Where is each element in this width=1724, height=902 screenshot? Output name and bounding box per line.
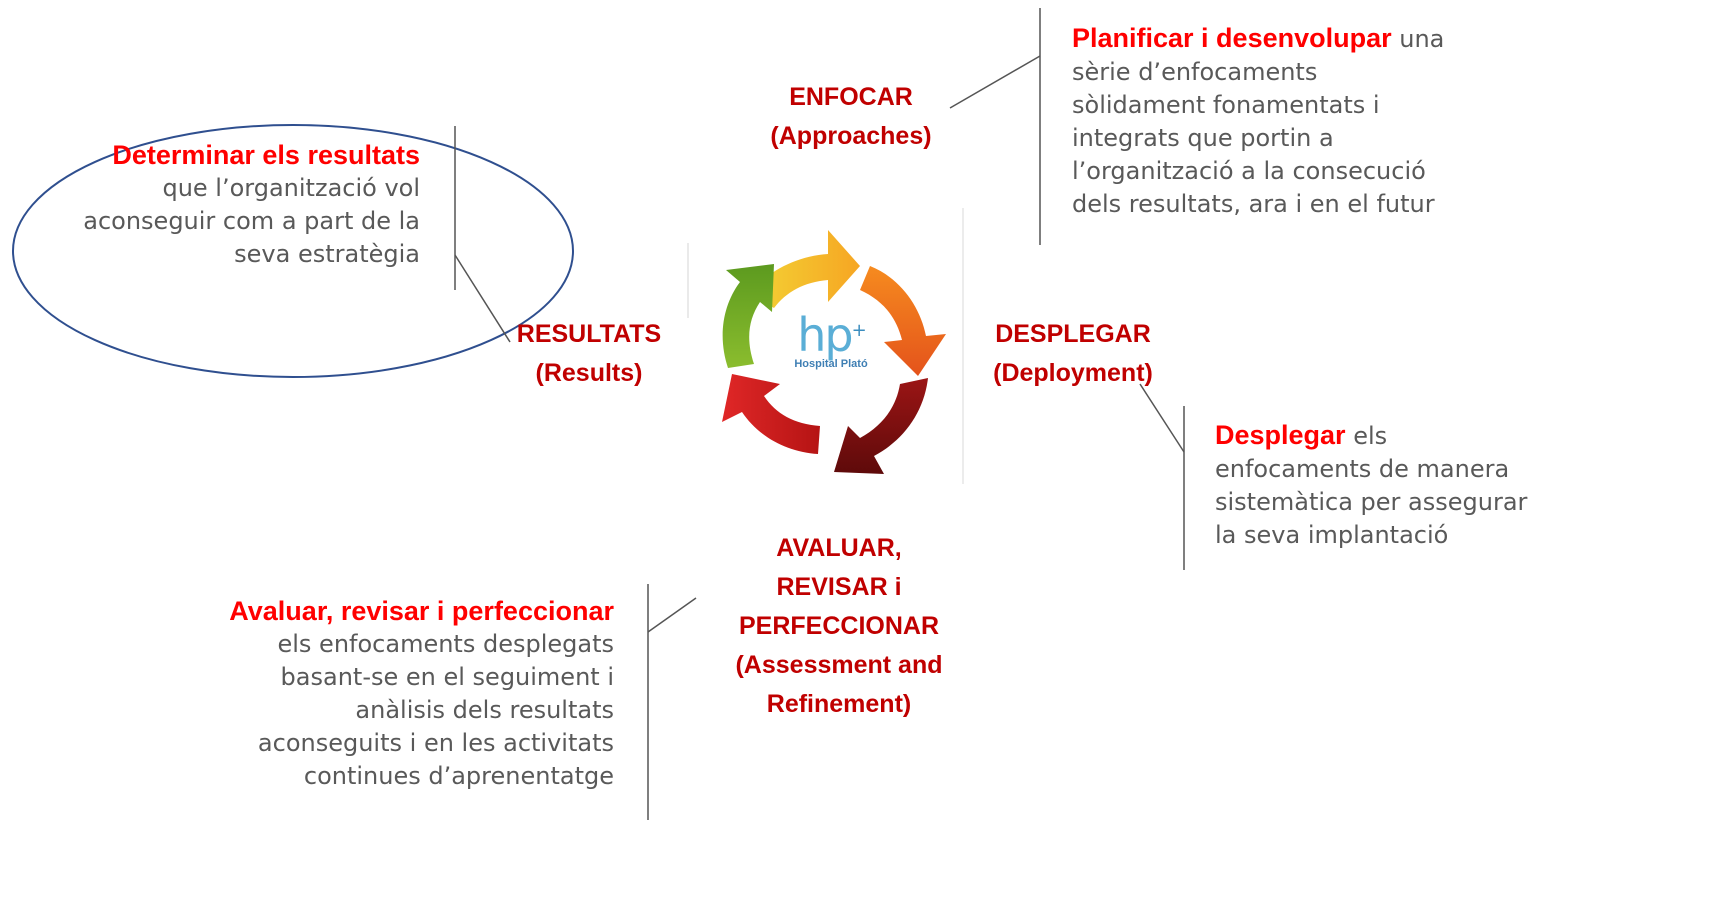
arrow-orange	[860, 266, 946, 376]
desc-approaches-lead: Planificar i desenvolupar una	[1072, 22, 1472, 56]
desc-approaches-line1-rest: una	[1391, 25, 1445, 53]
desc-results-line3: aconseguir com a part de la	[83, 207, 420, 235]
desc-deployment-lead: Desplegar els	[1215, 419, 1723, 453]
desc-results-line4: seva estratègia	[234, 240, 420, 268]
stage-results-line2: (Results)	[535, 359, 643, 387]
desc-results-highlight: Determinar els resultats	[112, 140, 420, 170]
desc-assessment-highlight: Avaluar, revisar i perfeccionar	[229, 596, 614, 626]
desc-approaches-line4: integrats que portin a	[1072, 124, 1334, 152]
stage-label-deployment: DESPLEGAR (Deployment)	[966, 315, 1180, 393]
arrow-green	[722, 264, 774, 368]
desc-approaches-highlight: Planificar i desenvolupar	[1072, 23, 1392, 53]
desc-approaches-line3: sòlidament fonamentats i	[1072, 91, 1380, 119]
desc-assessment-line2: els enfocaments desplegats	[277, 630, 614, 658]
arrow-yellow	[750, 230, 860, 308]
logo-text: Hospital Plató	[794, 358, 868, 370]
stage-assessment-line1: AVALUAR,	[776, 534, 902, 562]
stage-approaches-line1: ENFOCAR	[789, 83, 913, 111]
approaches-leader	[949, 55, 1041, 109]
hospital-plato-logo: hp+ Hospital Plató	[783, 312, 879, 370]
desc-assessment-line6: continues d’aprenentatge	[303, 762, 614, 790]
logo-mark-text: hp	[797, 308, 853, 362]
stage-assessment-line2: REVISAR i	[776, 573, 902, 601]
desc-assessment: Avaluar, revisar i perfeccionar els enfo…	[170, 595, 614, 793]
stage-label-results: RESULTATS (Results)	[492, 315, 686, 393]
stage-assessment-line5: Refinement)	[766, 690, 912, 718]
desc-approaches-line2: sèrie d’enfocaments	[1072, 58, 1318, 86]
desc-approaches-line5: l’organització a la consecució	[1072, 157, 1426, 185]
stage-deployment-line1: DESPLEGAR	[995, 320, 1151, 348]
stage-label-approaches: ENFOCAR (Approaches)	[734, 78, 968, 156]
desc-results: Determinar els resultats que l’organitza…	[20, 139, 420, 271]
stage-label-assessment: AVALUAR, REVISAR i PERFECCIONAR (Assessm…	[706, 529, 972, 724]
desc-deployment-line2: enfocaments de manera	[1215, 455, 1510, 483]
stage-deployment-line2: (Deployment)	[993, 359, 1153, 387]
logo-mark-plus: +	[851, 320, 867, 341]
cycle-arrows-graphic	[722, 230, 946, 474]
logo-mark: hp+	[783, 312, 879, 358]
desc-approaches-line6: dels resultats, ara i en el futur	[1072, 190, 1435, 218]
desc-results-line2: que l’organització vol	[162, 174, 420, 202]
assessment-leader	[647, 597, 697, 633]
desc-deployment-line3: sistemàtica per assegurar	[1215, 488, 1528, 516]
arrow-darkred	[834, 378, 928, 474]
desc-deployment-line1-rest: els	[1345, 422, 1388, 450]
desc-deployment-line4: la seva implantació	[1215, 521, 1449, 549]
stage-assessment-line4: (Assessment and	[735, 651, 943, 679]
results-highlight-ellipse	[12, 124, 574, 378]
desc-approaches: Planificar i desenvolupar una sèrie d’en…	[1072, 22, 1472, 221]
desc-assessment-line4: anàlisis dels resultats	[355, 696, 614, 724]
stage-approaches-line2: (Approaches)	[770, 122, 932, 150]
desc-assessment-line3: basant-se en el seguiment i	[280, 663, 614, 691]
stage-assessment-line3: PERFECCIONAR	[738, 612, 939, 640]
desc-deployment-highlight: Desplegar	[1215, 420, 1346, 450]
desc-assessment-line5: aconseguits i en les activitats	[257, 729, 614, 757]
desc-deployment: Desplegar els enfocaments de manera sist…	[1215, 419, 1723, 552]
stage-results-line1: RESULTATS	[516, 320, 662, 348]
results-leader	[454, 254, 511, 343]
arrow-red	[722, 374, 820, 454]
deployment-leader	[1139, 383, 1185, 453]
